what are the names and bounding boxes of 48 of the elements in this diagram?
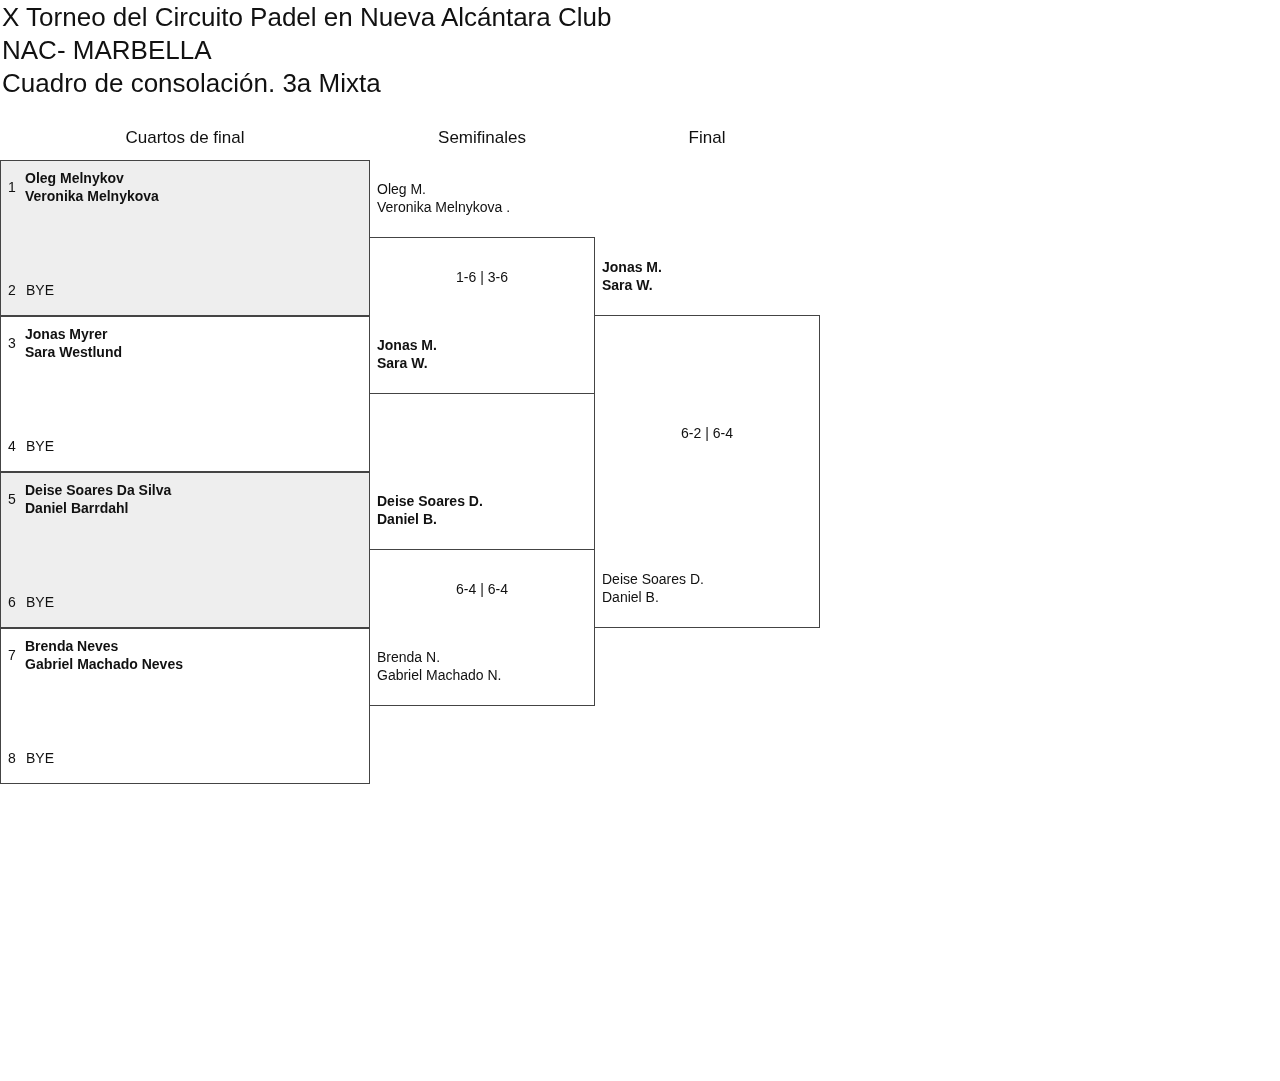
- seed-number: 2: [8, 281, 16, 299]
- player-name: Brenda Neves: [25, 637, 119, 655]
- bye-text: BYE: [26, 281, 54, 299]
- player-name: Jonas Myrer: [25, 325, 108, 343]
- draw-pair-box: [0, 160, 370, 316]
- player-name: Daniel Barrdahl: [25, 499, 129, 517]
- match-score: 6-4 | 6-4: [456, 580, 508, 598]
- match-box: [369, 237, 595, 394]
- draw-pair-box: [0, 628, 370, 784]
- player-name: Oleg Melnykov: [25, 169, 124, 187]
- round-heading: Cuartos de final: [125, 128, 245, 148]
- title: X Torneo del Circuito Padel en Nueva Alcántara Club: [2, 2, 612, 33]
- match-box: [594, 315, 820, 628]
- team-name: Jonas M.: [602, 258, 662, 276]
- player-name: Sara Westlund: [25, 343, 122, 361]
- team-name: Brenda N.: [377, 648, 441, 666]
- player-name: Gabriel Machado Neves: [25, 655, 183, 673]
- subtitle: NAC- MARBELLA: [2, 35, 212, 66]
- seed-number: 6: [8, 593, 16, 611]
- bye-text: BYE: [26, 593, 54, 611]
- player-name: Deise Soares Da Silva: [25, 481, 172, 499]
- seed-number: 7: [8, 646, 16, 664]
- draw-pair-box: [0, 472, 370, 628]
- bye-text: BYE: [26, 437, 54, 455]
- team-name: Veronika Melnykova .: [377, 198, 511, 216]
- round-heading: Final: [688, 128, 726, 148]
- match-score: 1-6 | 3-6: [456, 268, 508, 286]
- draw-pair-box: [0, 316, 370, 472]
- team-name: Sara W.: [377, 354, 428, 372]
- team-name: Deise Soares D.: [377, 492, 483, 510]
- team-name: Daniel B.: [377, 510, 437, 528]
- seed-number: 5: [8, 490, 16, 508]
- team-name: Sara W.: [602, 276, 653, 294]
- team-name: Daniel B.: [602, 588, 659, 606]
- subtitle: Cuadro de consolación. 3a Mixta: [2, 68, 381, 99]
- match-score: 6-2 | 6-4: [681, 424, 733, 442]
- team-name: Deise Soares D.: [602, 570, 704, 588]
- match-box: [369, 549, 595, 706]
- team-name: Jonas M.: [377, 336, 437, 354]
- round-heading: Semifinales: [438, 128, 526, 148]
- team-name: Gabriel Machado N.: [377, 666, 502, 684]
- seed-number: 3: [8, 334, 16, 352]
- bye-text: BYE: [26, 749, 54, 767]
- seed-number: 8: [8, 749, 16, 767]
- seed-number: 1: [8, 178, 16, 196]
- player-name: Veronika Melnykova: [25, 187, 159, 205]
- seed-number: 4: [8, 437, 16, 455]
- team-name: Oleg M.: [377, 180, 426, 198]
